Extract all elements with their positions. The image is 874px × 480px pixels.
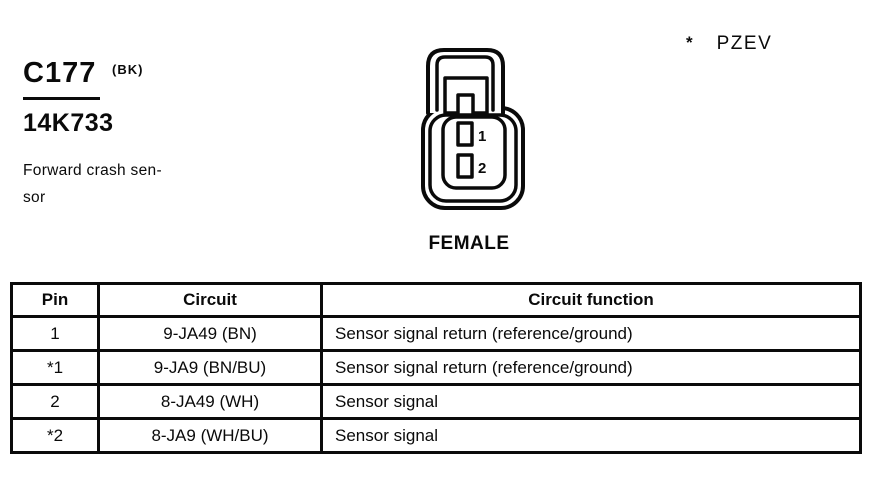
pzev-note: * PZEV <box>686 33 772 55</box>
table-header-row: Pin Circuit Circuit function <box>10 282 862 318</box>
circuit-function-cell: Sensor signal <box>320 383 862 420</box>
pin-slot-2 <box>456 153 474 179</box>
connector-face-diagram: 1 2 <box>421 48 525 210</box>
circuit-function-cell: Sensor signal return (reference/ground) <box>320 315 862 352</box>
connector-description: Forward crash sen- sor <box>23 157 162 211</box>
table-row: *2 8-JA9 (WH/BU) Sensor signal <box>10 417 862 454</box>
table-row: 2 8-JA49 (WH) Sensor signal <box>10 383 862 420</box>
circuit-cell: 9-JA49 (BN) <box>97 315 323 352</box>
pin-cell: *1 <box>10 349 100 386</box>
pin-slot-1 <box>456 121 474 147</box>
connector-id: C177 <box>23 57 97 89</box>
circuit-cell: 9-JA9 (BN/BU) <box>97 349 323 386</box>
description-line-2: sor <box>23 189 46 206</box>
pin-2-label: 2 <box>478 160 486 177</box>
header-pin: Pin <box>10 282 100 318</box>
connector-color-code: (BK) <box>112 62 144 77</box>
circuit-function-cell: Sensor signal return (reference/ground) <box>320 349 862 386</box>
connector-cavity-outline <box>441 115 507 190</box>
circuit-cell: 8-JA9 (WH/BU) <box>97 417 323 454</box>
header-circuit-function: Circuit function <box>320 282 862 318</box>
part-number: 14K733 <box>23 109 114 137</box>
description-line-1: Forward crash sen- <box>23 162 162 179</box>
pin-cell: *2 <box>10 417 100 454</box>
pzev-label: PZEV <box>716 33 773 54</box>
connector-id-underline <box>23 97 100 100</box>
pinout-table: Pin Circuit Circuit function 1 9-JA49 (B… <box>10 282 862 454</box>
header-circuit: Circuit <box>97 282 323 318</box>
table-row: 1 9-JA49 (BN) Sensor signal return (refe… <box>10 315 862 352</box>
pin-1-label: 1 <box>478 128 486 145</box>
connector-gender-label: FEMALE <box>428 233 510 254</box>
circuit-cell: 8-JA49 (WH) <box>97 383 323 420</box>
table-row: *1 9-JA9 (BN/BU) Sensor signal return (r… <box>10 349 862 386</box>
circuit-function-cell: Sensor signal <box>320 417 862 454</box>
pin-cell: 2 <box>10 383 100 420</box>
asterisk-symbol: * <box>686 33 693 52</box>
pin-cell: 1 <box>10 315 100 352</box>
connector-keyway <box>443 76 489 115</box>
